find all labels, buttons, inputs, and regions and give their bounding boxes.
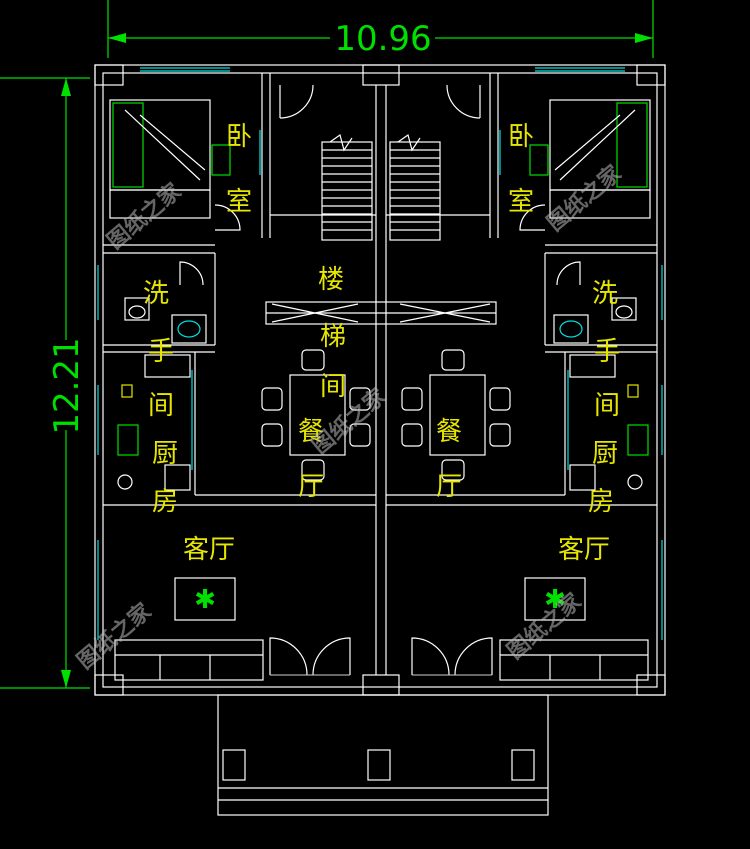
watermark: 图纸之家 — [542, 159, 627, 236]
windows — [97, 67, 663, 640]
dining-left-label-2: 厅 — [298, 472, 324, 502]
wash-left-label-2: 手 — [148, 337, 174, 367]
bedroom-right-label-2: 室 — [508, 187, 534, 217]
living-furniture: ✱ ✱ — [114, 577, 649, 681]
stair-label-2: 梯 — [320, 322, 346, 352]
width-dimension: 10.96 — [334, 19, 431, 59]
stairs — [265, 134, 497, 325]
watermark: 图纸之家 — [102, 177, 187, 254]
dining-right-label-2: 厅 — [436, 472, 462, 502]
dining-tables — [261, 349, 511, 481]
kitchen-left-label-2: 房 — [152, 487, 178, 517]
dining-right-label-1: 餐 — [436, 417, 462, 447]
kitchen-right-label-1: 厨 — [592, 439, 618, 469]
bedroom-right-label-1: 卧 — [508, 122, 534, 152]
room-labels: 卧 室 卧 室 楼 梯 间 洗 手 间 洗 手 间 厨 房 厨 房 餐 厅 餐 … — [143, 122, 620, 565]
bathroom-fixtures — [124, 297, 637, 344]
living-right-label: 客厅 — [558, 535, 610, 565]
bedroom-left-label-1: 卧 — [226, 122, 252, 152]
wash-right-label-1: 洗 — [592, 279, 618, 309]
stair-label-1: 楼 — [318, 265, 344, 295]
living-left-label: 客厅 — [183, 535, 235, 565]
kitchen-left-label-1: 厨 — [152, 439, 178, 469]
bedroom-left-label-2: 室 — [226, 187, 252, 217]
kitchen-right-label-2: 房 — [588, 487, 614, 517]
wash-left-label-1: 洗 — [143, 279, 169, 309]
svg-text:✱: ✱ — [544, 585, 566, 615]
height-dimension: 12.21 — [47, 337, 87, 434]
kitchen-fixtures — [117, 354, 649, 491]
dimension-lines — [0, 0, 654, 689]
walls — [94, 64, 666, 696]
bedroom-furniture — [109, 99, 651, 219]
svg-text:✱: ✱ — [194, 585, 216, 615]
doors — [179, 84, 581, 676]
entrance-porch — [217, 694, 549, 816]
stair-label-3: 间 — [320, 372, 346, 402]
wash-right-label-3: 间 — [594, 391, 620, 421]
wash-left-label-3: 间 — [148, 391, 174, 421]
wash-right-label-2: 手 — [594, 337, 620, 367]
dining-left-label-1: 餐 — [298, 417, 324, 447]
